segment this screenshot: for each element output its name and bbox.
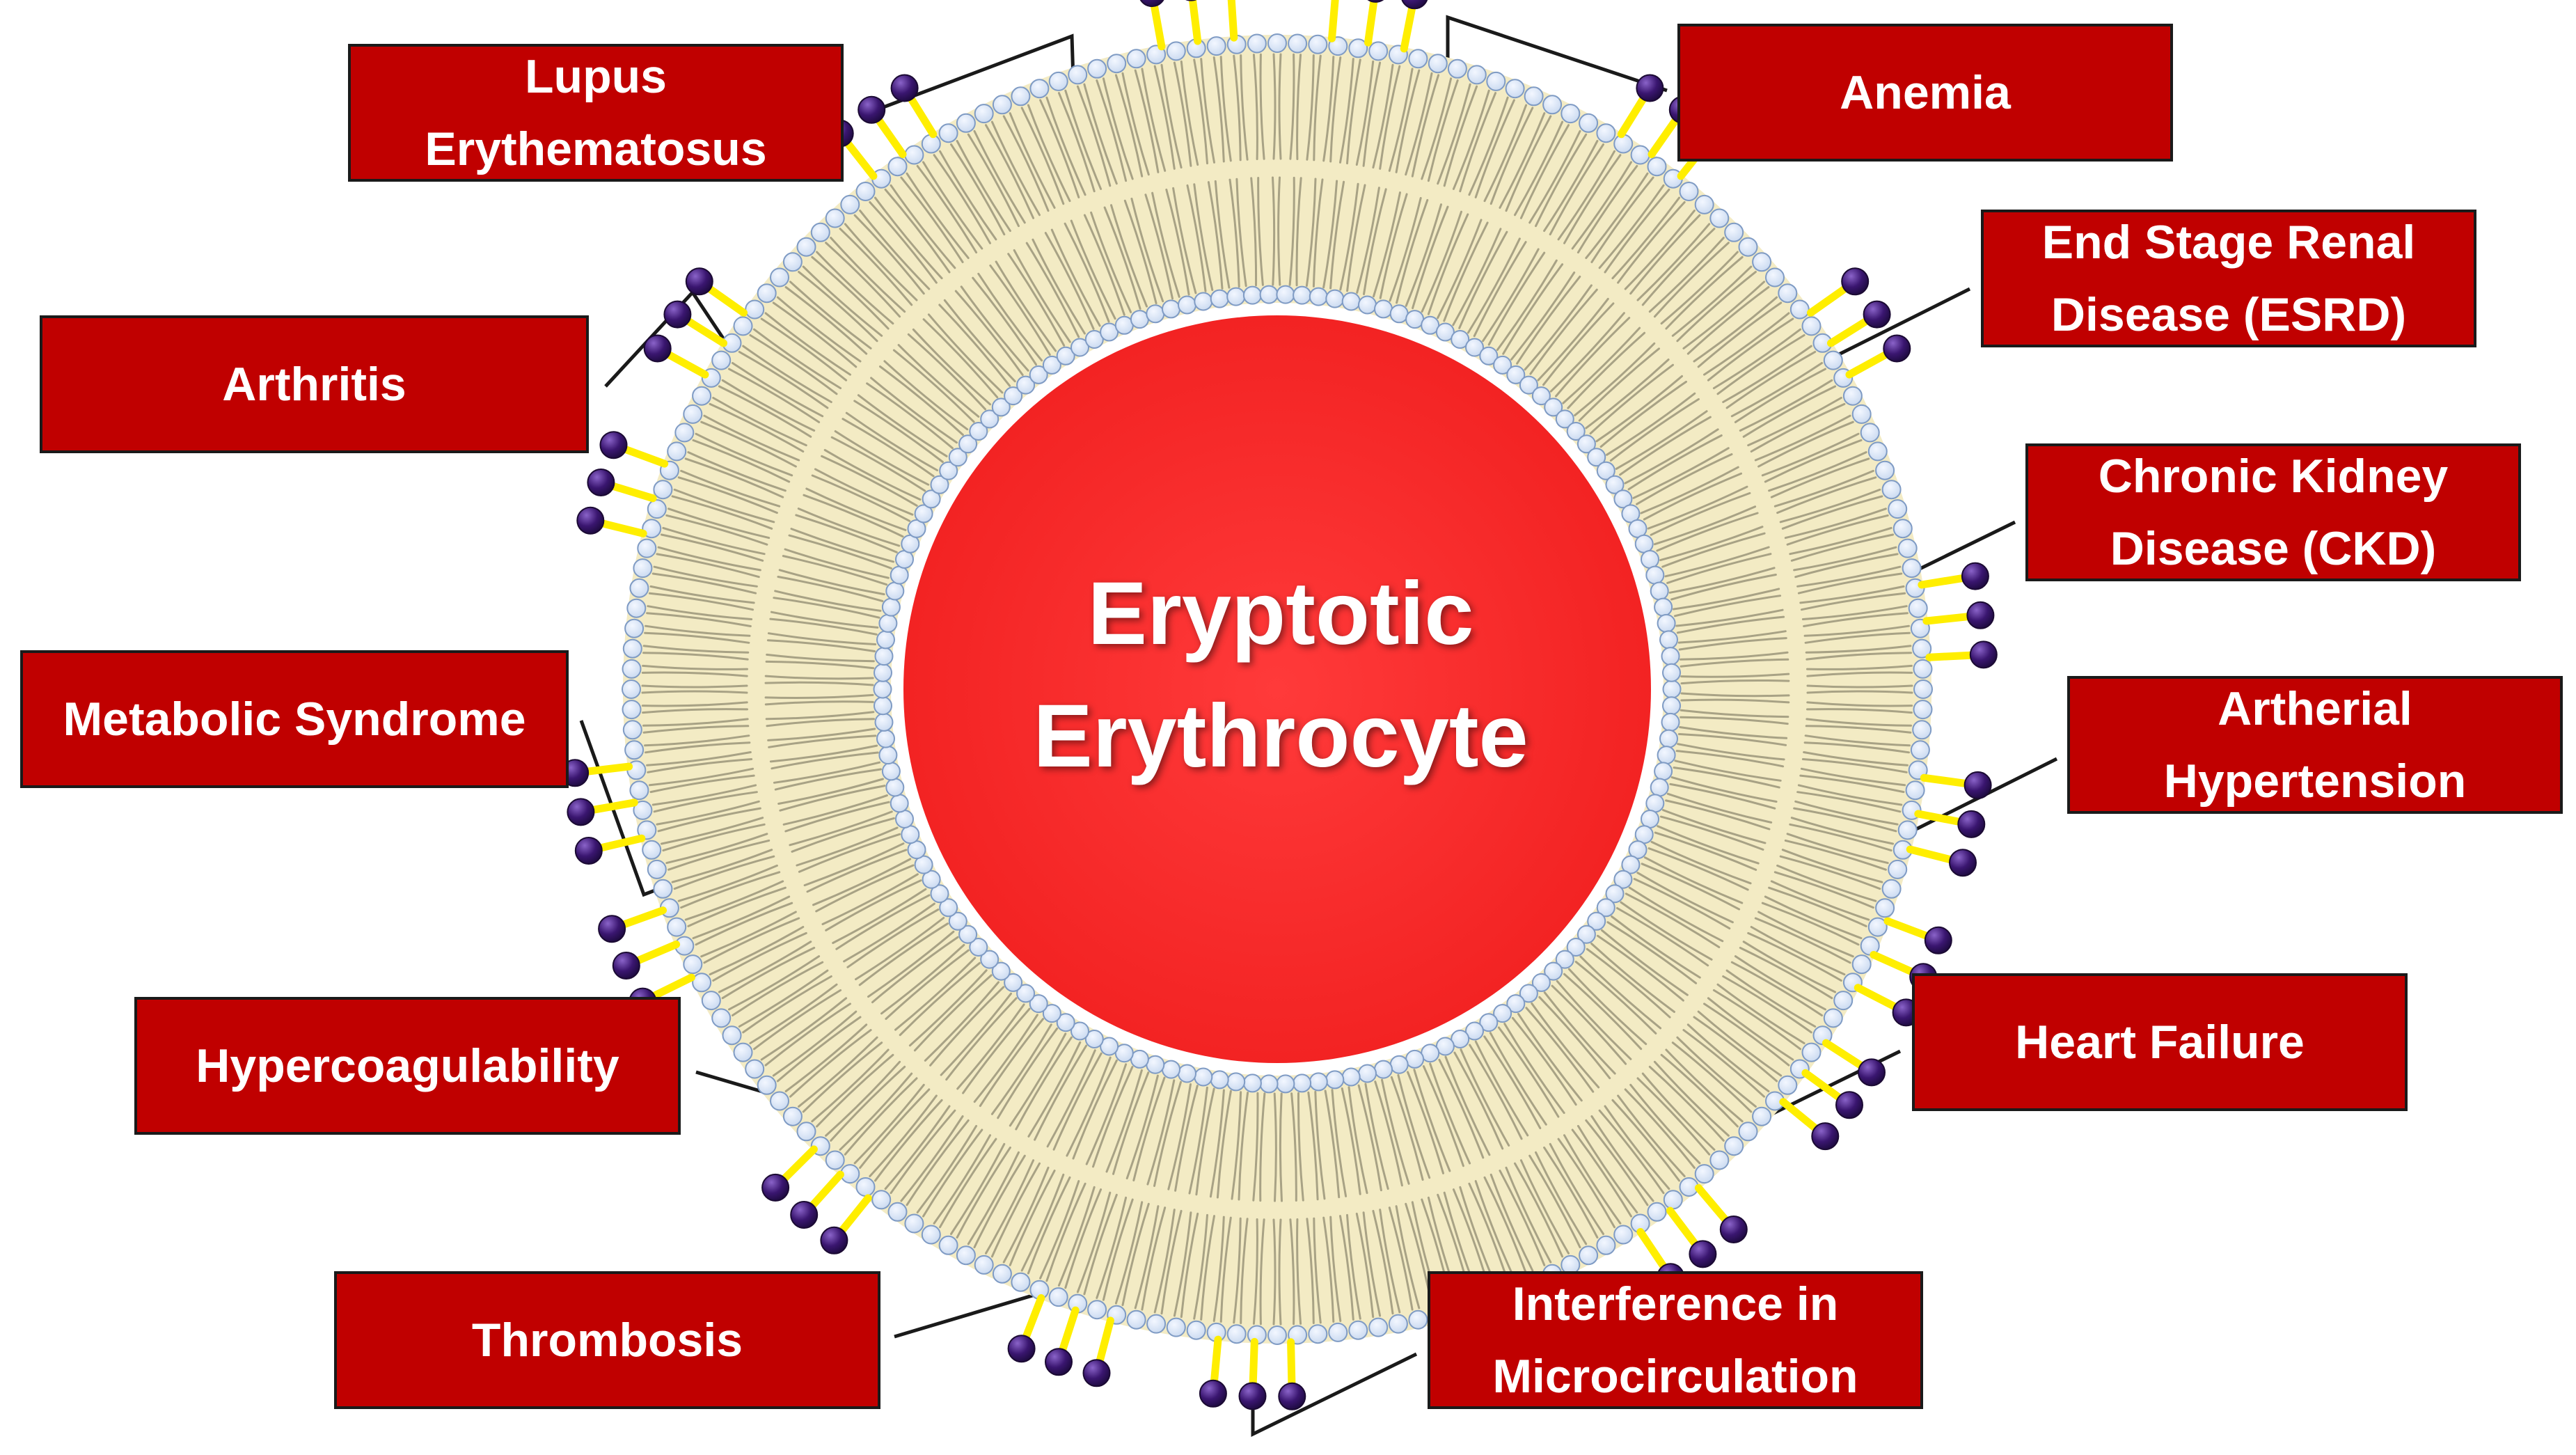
label-lupus-erythematosus: Lupus Erythematosus xyxy=(348,44,844,182)
cell-interior xyxy=(903,315,1651,1063)
ps-cluster xyxy=(1636,1183,1748,1291)
ps-cluster xyxy=(761,1145,872,1255)
ps-cluster xyxy=(1139,0,1238,51)
ps-cluster xyxy=(1779,1039,1886,1151)
ps-cluster xyxy=(561,759,646,865)
label-interference-in-microcirculation: Interference in Microcirculation xyxy=(1428,1271,1923,1409)
ps-cluster xyxy=(1199,1335,1306,1410)
ps-cluster xyxy=(643,267,748,379)
ps-cluster xyxy=(1906,771,1992,877)
label-heart-failure: Heart Failure xyxy=(1912,973,2408,1111)
lipid-bilayer xyxy=(623,35,1931,1344)
phosphatidylserine-clusters xyxy=(561,0,1998,1410)
ps-cluster xyxy=(576,431,669,537)
label-arterial-hypertension: Artherial Hypertension xyxy=(2067,676,2563,814)
label-metabolic-syndrome: Metabolic Syndrome xyxy=(20,650,569,788)
ps-cluster xyxy=(1007,1294,1114,1387)
label-arthritis: Arthritis xyxy=(40,315,589,453)
label-thrombosis: Thrombosis xyxy=(334,1271,880,1409)
ps-cluster xyxy=(1807,267,1911,379)
label-anemia: Anemia xyxy=(1677,24,2173,162)
ps-cluster xyxy=(1918,562,1998,669)
center-title: Eryptotic Erythrocyte xyxy=(905,550,1657,801)
label-chronic-kidney-disease: Chronic Kidney Disease (CKD) xyxy=(2025,443,2521,581)
ps-cluster xyxy=(1328,0,1428,53)
lipid-tails xyxy=(641,53,1913,1326)
label-end-stage-renal-disease: End Stage Renal Disease (ESRD) xyxy=(1981,210,2476,347)
center-title-line1: Eryptotic xyxy=(1087,564,1474,663)
label-hypercoagulability: Hypercoagulability xyxy=(134,997,681,1135)
lipid-heads xyxy=(622,33,1933,1345)
center-title-line2: Erythrocyte xyxy=(1033,686,1528,786)
